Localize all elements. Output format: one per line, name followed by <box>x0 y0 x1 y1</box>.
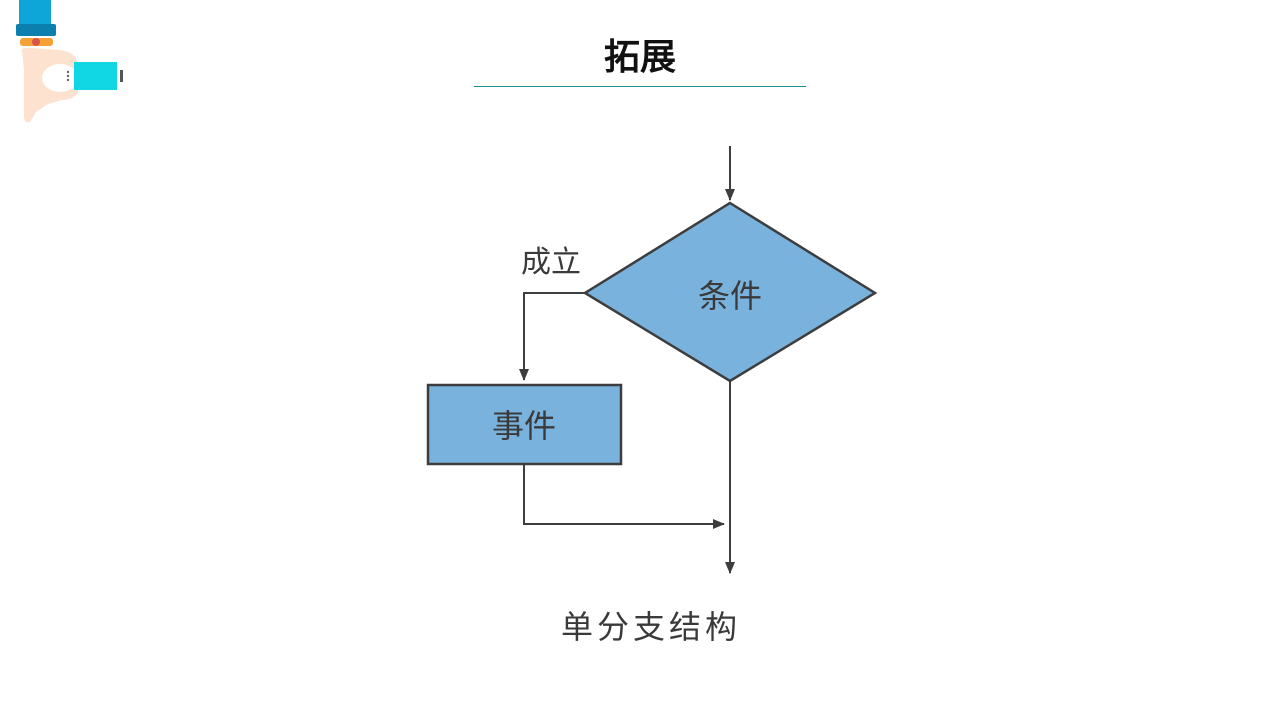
title-underline <box>474 86 806 87</box>
hand-holding-card-icon <box>16 0 123 123</box>
slide-title: 拓展 <box>603 37 676 78</box>
diagram-caption: 单分支结构 <box>561 608 741 646</box>
true-branch-label: 成立 <box>521 245 581 280</box>
true-branch-arrow <box>519 292 585 381</box>
decision-label: 条件 <box>698 277 762 315</box>
merge-arrow <box>523 464 725 529</box>
process-box <box>426 383 623 466</box>
process-label: 事件 <box>492 407 556 445</box>
